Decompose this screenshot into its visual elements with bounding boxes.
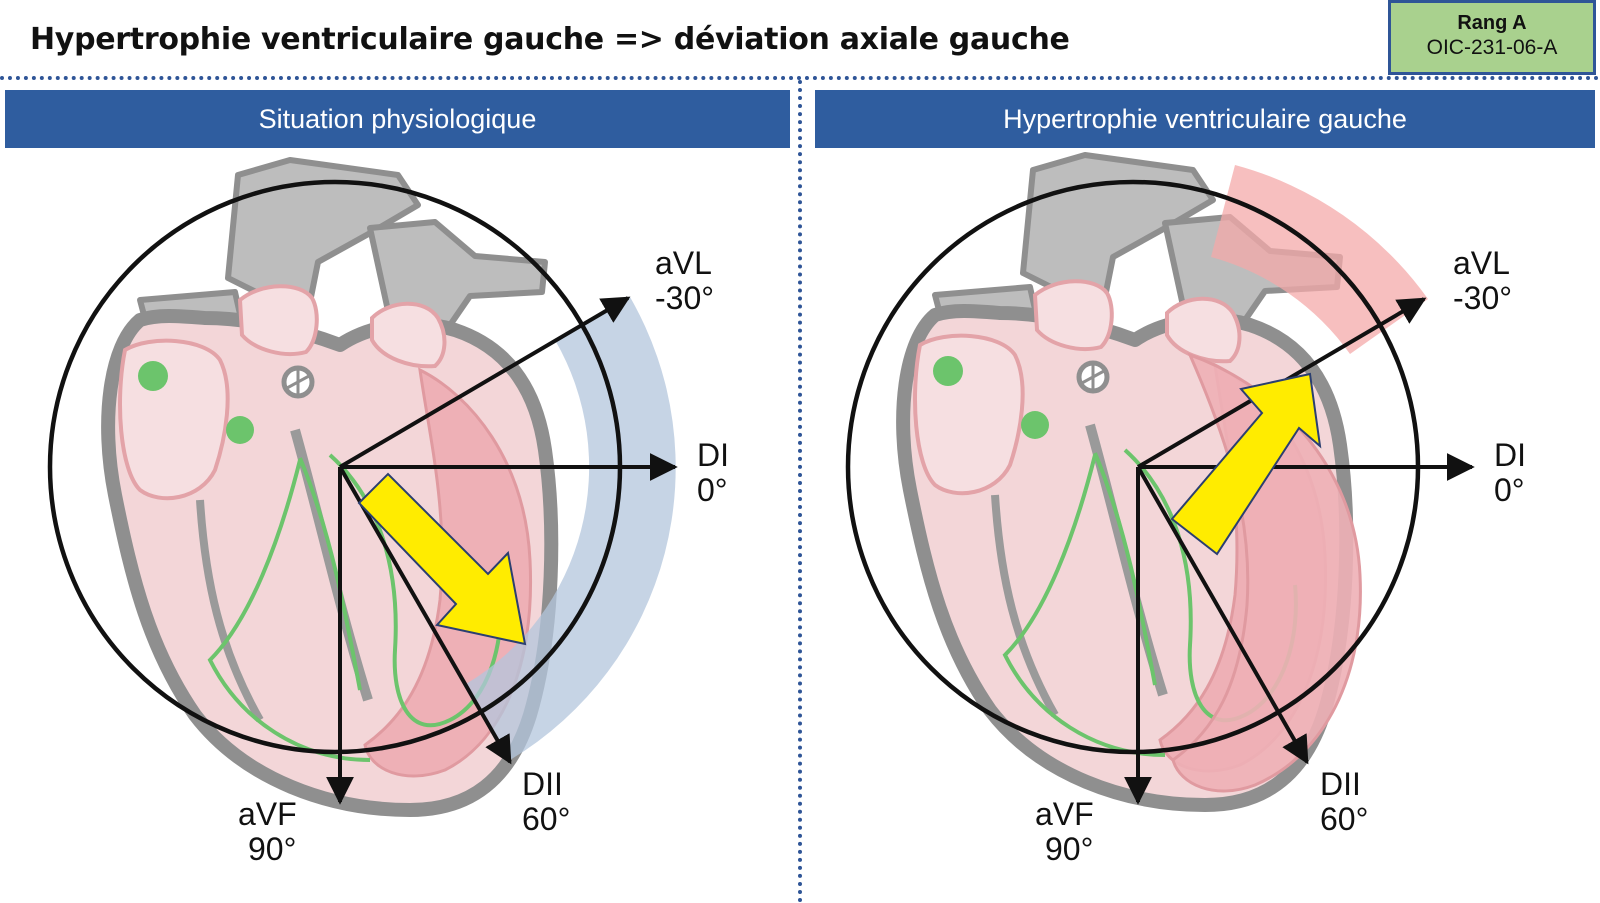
label-dii-degree-lvh: 60°: [1320, 801, 1368, 837]
label-di-degree-lvh: 0°: [1494, 472, 1525, 508]
label-avl-degree-lvh: -30°: [1453, 280, 1512, 316]
objective-code: OIC-231-06-A: [1426, 36, 1558, 59]
electrical-axis-arrow: [357, 472, 527, 646]
label-di-name: DI: [697, 437, 729, 473]
panel-lvh: aVL -30° DI 0° DII 60° aVF 90°: [845, 155, 1526, 867]
page-title: Hypertrophie ventriculaire gauche => dév…: [30, 22, 1070, 57]
label-di-degree: 0°: [697, 472, 728, 508]
label-avf-degree-lvh: 90°: [1045, 831, 1093, 867]
rang-label: Rang A: [1457, 12, 1527, 34]
label-avl-name: aVL: [655, 245, 712, 281]
label-dii-name: DII: [522, 766, 563, 802]
label-avl-degree: -30°: [655, 280, 714, 316]
horizontal-divider: [0, 76, 1600, 80]
label-di-name-lvh: DI: [1494, 437, 1526, 473]
normal-axis-range: [466, 297, 676, 760]
electrical-axis-arrow-lvh: [1170, 372, 1322, 556]
label-avl-name-lvh: aVL: [1453, 245, 1510, 281]
label-avf-name-lvh: aVF: [1035, 796, 1094, 832]
label-dii-degree: 60°: [522, 801, 570, 837]
label-dii-name-lvh: DII: [1320, 766, 1361, 802]
lead-dii-vector: [338, 466, 512, 765]
vertical-divider: [798, 80, 802, 903]
label-avf-degree: 90°: [248, 831, 296, 867]
hypertrophied-ventricle-wall: [1171, 352, 1362, 793]
panel-header-physiological: Situation physiologique: [5, 90, 790, 148]
lead-dii-vector-lvh: [1136, 466, 1309, 765]
panel-physiological: aVL -30° DI 0° DII 60° aVF 90°: [47, 160, 729, 867]
lead-avl-vector: [338, 296, 631, 469]
rang-badge: Rang A OIC-231-06-A: [1388, 0, 1596, 75]
label-avf-name: aVF: [238, 796, 297, 832]
panel-header-lvh: Hypertrophie ventriculaire gauche: [815, 90, 1595, 148]
